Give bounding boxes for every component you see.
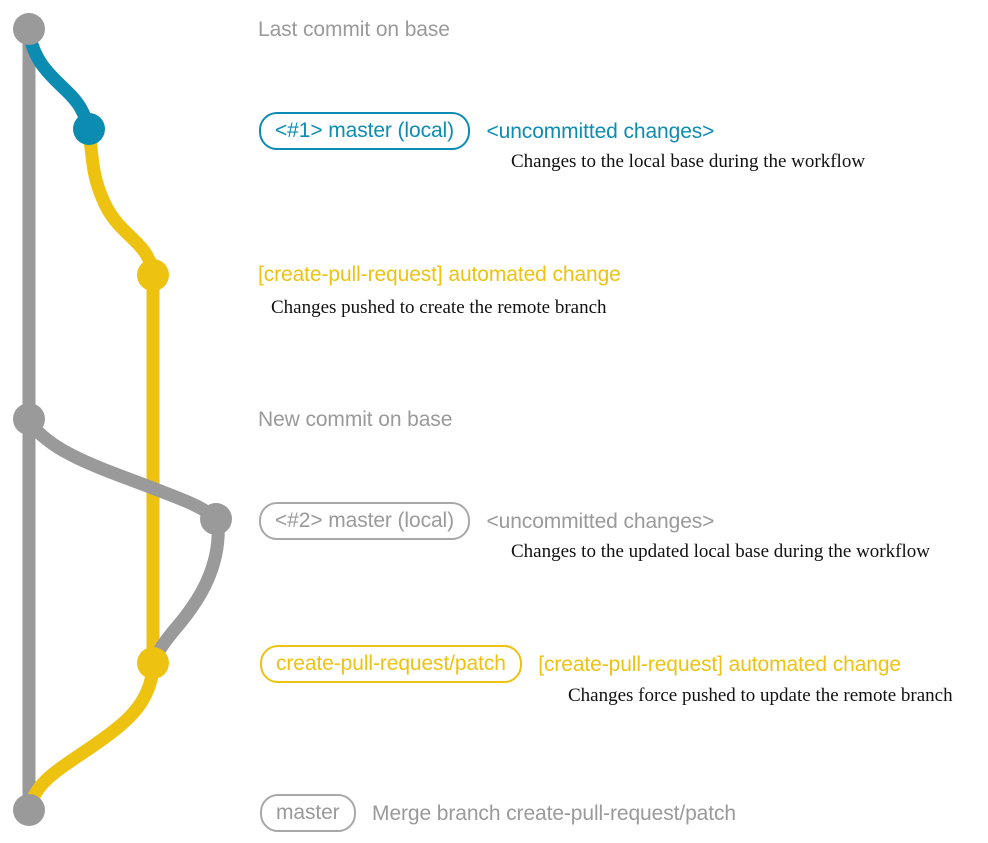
commit-message-last-commit-on-base: Last commit on base bbox=[258, 18, 450, 41]
annotation-automated-change-create: [create-pull-request] automated change bbox=[258, 264, 621, 286]
commit-node-automated-change-create[interactable] bbox=[137, 259, 169, 291]
note-force-pushed: Changes force pushed to update the remot… bbox=[568, 685, 953, 706]
remote-branch-line-1 bbox=[82, 125, 160, 282]
note-pushed-create: Changes pushed to create the remote bran… bbox=[271, 297, 607, 318]
commit-node-local-uncommitted-1[interactable] bbox=[73, 113, 105, 145]
annotation-merge-commit: master Merge branch create-pull-request/… bbox=[260, 794, 736, 832]
commit-node-new-commit-on-base[interactable] bbox=[13, 403, 45, 435]
branch-pill-master-local-2[interactable]: <#2> master (local) bbox=[259, 502, 471, 540]
branch-pill-master[interactable]: master bbox=[260, 794, 356, 832]
commit-message-new-commit-on-base: New commit on base bbox=[258, 408, 453, 431]
commit-message-uncommitted-changes-1: <uncommitted changes> bbox=[486, 119, 715, 143]
commit-node-last-commit-on-base[interactable] bbox=[13, 13, 45, 45]
annotation-local-uncommitted-1: <#1> master (local) <uncommitted changes… bbox=[259, 112, 714, 150]
note-updated-local-base: Changes to the updated local base during… bbox=[511, 541, 930, 562]
annotation-last-commit-on-base: Last commit on base bbox=[258, 19, 450, 41]
local-branch-line-2 bbox=[23, 415, 223, 526]
annotation-automated-change-update: create-pull-request/patch [create-pull-r… bbox=[260, 645, 901, 683]
remote-merge-line bbox=[22, 659, 160, 817]
branch-pill-master-local-1[interactable]: <#1> master (local) bbox=[259, 112, 471, 150]
commit-node-merge-commit[interactable] bbox=[13, 794, 45, 826]
commit-message-automated-change-1: [create-pull-request] automated change bbox=[258, 263, 621, 286]
commit-message-uncommitted-changes-2: <uncommitted changes> bbox=[486, 509, 715, 533]
note-local-base: Changes to the local base during the wor… bbox=[511, 151, 866, 172]
annotation-new-commit-on-base: New commit on base bbox=[258, 409, 452, 431]
commit-node-automated-change-update[interactable] bbox=[137, 647, 169, 679]
commit-message-merge-branch: Merge branch create-pull-request/patch bbox=[372, 801, 736, 825]
commit-node-local-uncommitted-2[interactable] bbox=[200, 503, 232, 535]
branch-pill-create-pull-request-patch[interactable]: create-pull-request/patch bbox=[260, 645, 522, 683]
commit-message-automated-change-2: [create-pull-request] automated change bbox=[538, 652, 902, 676]
annotation-local-uncommitted-2: <#2> master (local) <uncommitted changes… bbox=[259, 502, 714, 540]
